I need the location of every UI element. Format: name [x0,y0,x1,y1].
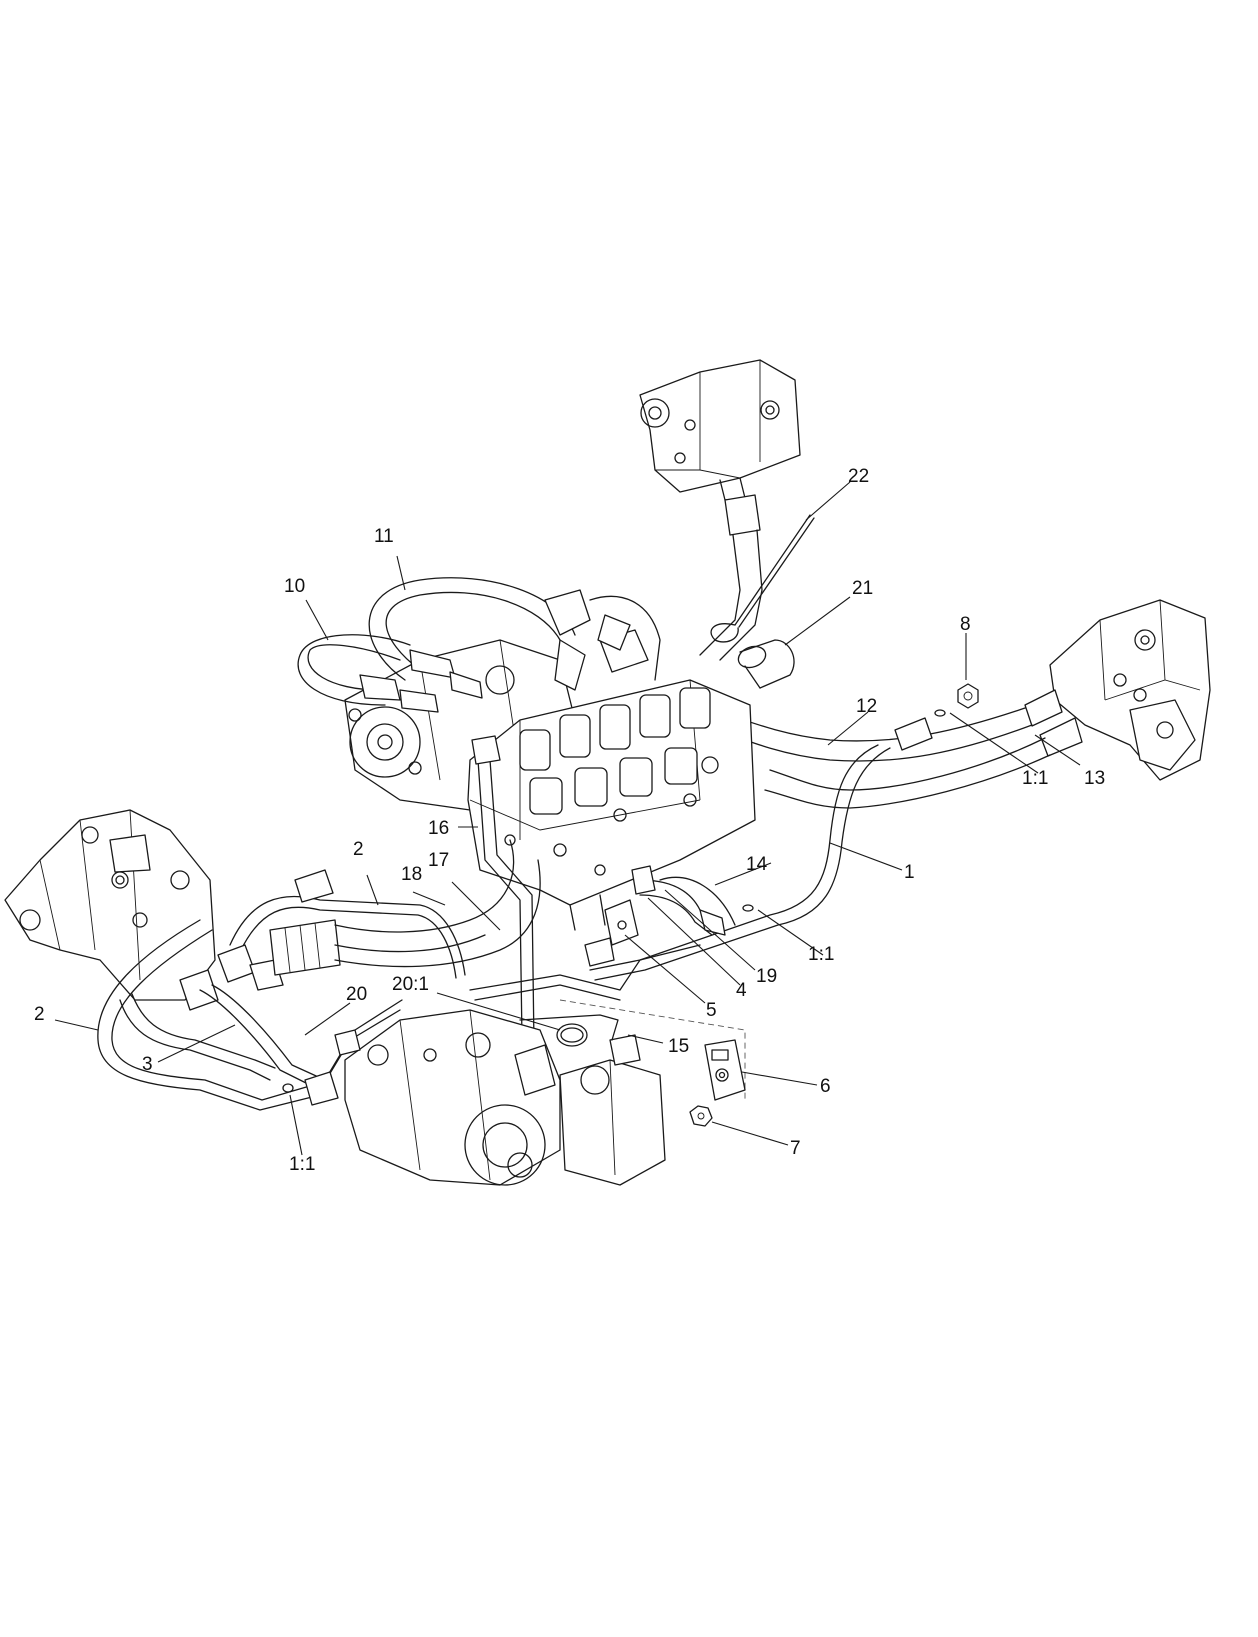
cable-tie-22 [710,514,815,643]
callout-8: 8 [960,614,971,635]
callout-5: 5 [706,1000,717,1021]
hose-fitting-large [269,919,341,976]
callout-1: 1 [904,862,915,883]
bottom-pump [344,1009,561,1186]
oring-1-1-right [742,904,754,912]
hose-14-19 [631,865,736,936]
nut-8 [934,683,979,717]
hoses-17-18 [334,839,541,968]
leader-lines [54,481,1081,1156]
callout-16: 16 [428,818,449,839]
nut-7 [689,1105,713,1127]
sleeve-21 [737,639,795,689]
callout-20-1: 20:1 [392,974,429,995]
callout-13: 13 [1084,768,1105,789]
callout-17: 17 [428,850,449,871]
callout-6: 6 [820,1076,831,1097]
valve-manifold [467,679,756,931]
right-valve-block [1049,599,1211,781]
mount-6 [704,1039,746,1101]
callout-21: 21 [852,578,873,599]
upper-valve-block [639,359,801,501]
callout-14: 14 [746,854,768,875]
callout-15: 15 [668,1036,689,1057]
tube-3 [119,944,284,1081]
left-valve-block [4,809,216,1001]
right-hoses [699,689,1083,809]
callout-7: 7 [790,1138,801,1159]
hose-10 [297,634,439,713]
callout-18: 18 [401,864,422,885]
outline-dashed [559,999,746,1100]
callout-2-lower: 2 [34,1004,45,1025]
callout-labels: 22 21 11 10 8 12 1:1 13 1 16 14 1:1 19 4… [34,466,1105,1175]
bracket-5 [584,899,639,967]
callout-19: 19 [756,966,777,987]
oring-1-1-left [282,1083,294,1093]
callout-11: 11 [374,526,394,547]
callout-12: 12 [856,696,877,717]
lower-tube [469,944,701,1001]
oring-20-1 [556,1023,588,1047]
top-elbow-fittings [544,589,661,691]
callout-2-upper: 2 [353,839,364,860]
callout-1-1-upper: 1:1 [1022,768,1048,789]
tube-20 [199,984,403,1091]
left-lower-fitting [304,1029,361,1106]
tube-2-lower [97,919,321,1111]
callout-1-1-right: 1:1 [808,944,834,965]
bottom-valve-block [519,1014,666,1186]
callout-10: 10 [284,576,305,597]
callout-1-1-left: 1:1 [289,1154,315,1175]
callout-22: 22 [848,466,869,487]
callout-4: 4 [736,980,747,1001]
callout-20: 20 [346,984,367,1005]
callout-3: 3 [142,1054,153,1075]
upper-hose [699,494,763,661]
tube-2-upper [229,869,466,979]
